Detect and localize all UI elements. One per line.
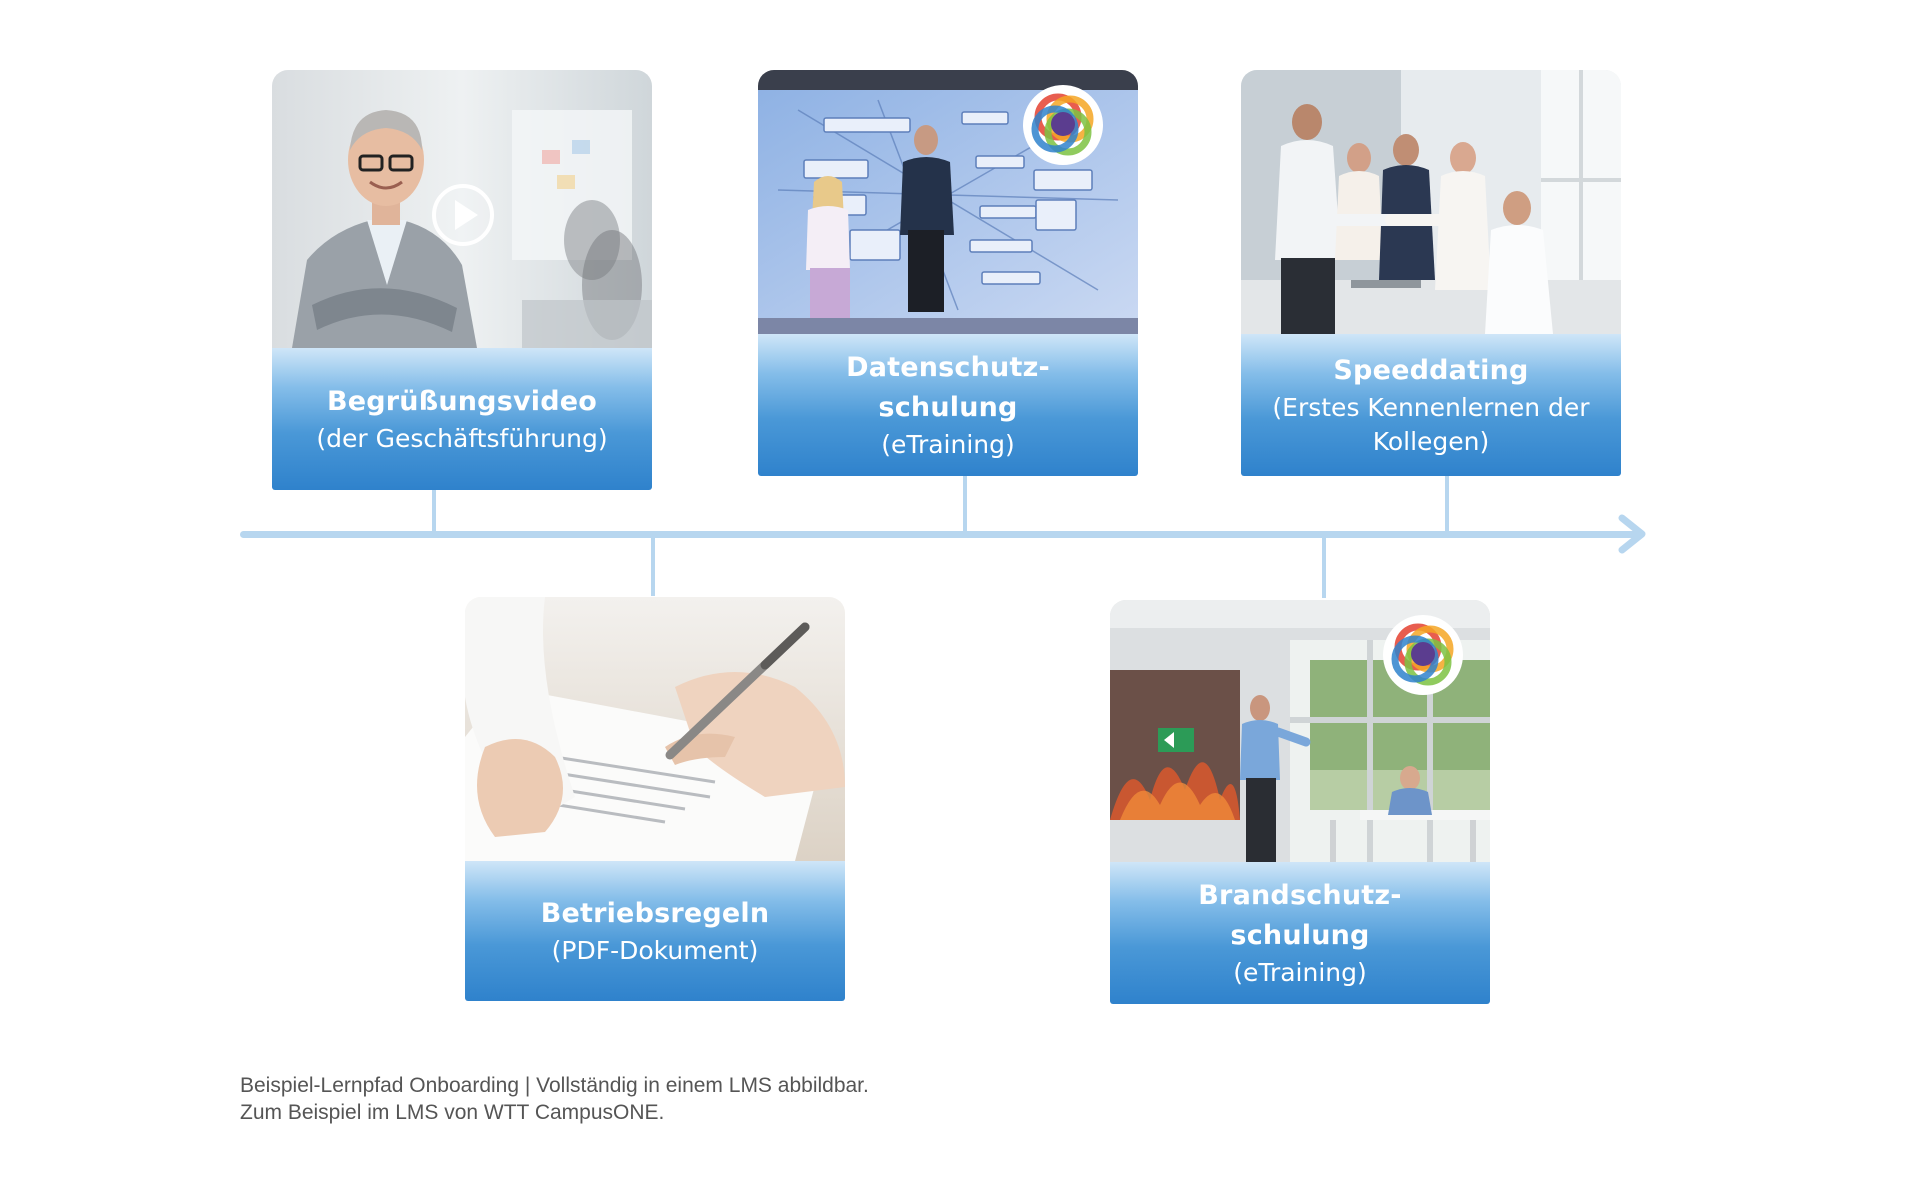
step-subtitle-line2: Kollegen) <box>1372 427 1490 456</box>
connector-step-1 <box>432 490 436 534</box>
step-subtitle: (eTraining) <box>881 430 1015 459</box>
step-title: Betriebsregeln <box>540 898 770 929</box>
step-label: Begrüßungsvideo (der Geschäftsführung) <box>272 348 652 490</box>
step-title: Brandschutz- <box>1198 880 1402 911</box>
step-title: Speeddating <box>1333 355 1529 386</box>
photo-fire-safety-training <box>1110 600 1490 862</box>
step-card-betriebsregeln[interactable]: Betriebsregeln (PDF-Dokument) <box>465 597 845 1001</box>
caption: Beispiel-Lernpfad Onboarding | Vollständ… <box>240 1072 869 1126</box>
arrow-head-icon <box>1618 514 1646 554</box>
campusone-logo-icon <box>1023 85 1103 165</box>
photo-team-meeting <box>1241 70 1621 334</box>
caption-line-2: Zum Beispiel im LMS von WTT CampusONE. <box>240 1101 665 1124</box>
step-title-line2: schulung <box>1230 920 1370 951</box>
step-title-line2: schulung <box>878 392 1018 423</box>
step-card-speeddating[interactable]: Speeddating (Erstes Kennenlernen der Kol… <box>1241 70 1624 476</box>
step-label: Brandschutz- schulung (eTraining) <box>1110 862 1490 1004</box>
photo-signing-document <box>465 597 845 861</box>
caption-line-1: Beispiel-Lernpfad Onboarding | Vollständ… <box>240 1074 869 1097</box>
timeline-line <box>240 531 1640 538</box>
step-label: Speeddating (Erstes Kennenlernen der Kol… <box>1241 334 1621 476</box>
step-subtitle: (der Geschäftsführung) <box>316 424 608 453</box>
connector-step-4 <box>1322 534 1326 598</box>
step-title: Begrüßungsvideo <box>326 386 598 417</box>
step-label: Datenschutz- schulung (eTraining) <box>758 334 1138 476</box>
step-subtitle: (PDF-Dokument) <box>551 936 759 965</box>
play-icon[interactable] <box>430 182 496 248</box>
step-title: Datenschutz- <box>846 352 1050 383</box>
campusone-logo-icon <box>1383 615 1463 695</box>
step-card-begruessungsvideo[interactable]: Begrüßungsvideo (der Geschäftsführung) <box>272 70 652 490</box>
step-card-brandschutzschulung[interactable]: Brandschutz- schulung (eTraining) <box>1110 600 1490 1004</box>
connector-step-3 <box>963 475 967 534</box>
step-subtitle: (eTraining) <box>1233 958 1367 987</box>
photo-data-privacy-training <box>758 70 1138 334</box>
step-subtitle: (Erstes Kennenlernen der <box>1272 393 1590 422</box>
step-card-datenschutzschulung[interactable]: Datenschutz- schulung (eTraining) <box>758 70 1138 476</box>
connector-step-2 <box>651 534 655 596</box>
connector-step-5 <box>1445 475 1449 534</box>
photo-manager <box>272 70 652 348</box>
step-label: Betriebsregeln (PDF-Dokument) <box>465 861 845 1001</box>
